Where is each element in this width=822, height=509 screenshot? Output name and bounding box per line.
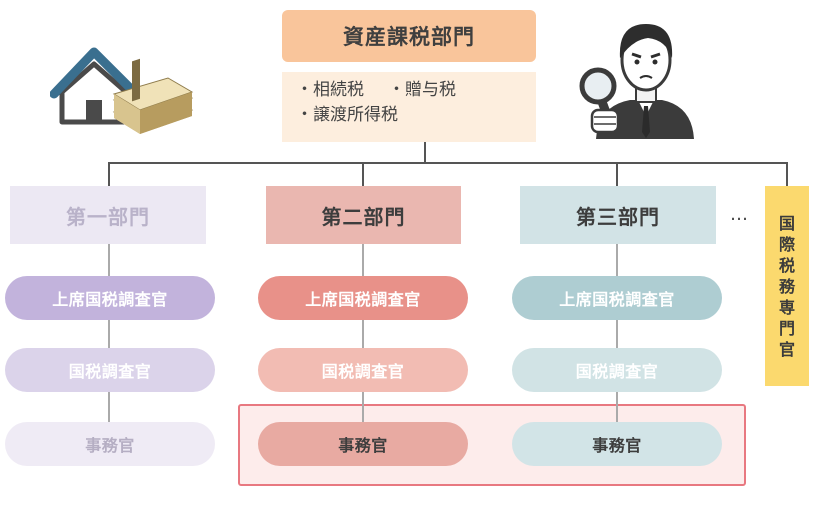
role-pill: 上席国税調査官 [258, 276, 468, 320]
role-pill: 上席国税調査官 [5, 276, 215, 320]
tax-type-item: ・相続税 [296, 80, 364, 100]
vertical-char: 務 [778, 276, 795, 296]
connector-vertical-main [424, 142, 426, 162]
role-pill: 事務官 [512, 422, 722, 466]
connector-drop-dept1 [108, 162, 110, 186]
department-header: 第一部門 [10, 186, 206, 244]
vertical-char: 際 [778, 234, 795, 254]
connector-drop-dept2 [362, 162, 364, 186]
department-header: 第三部門 [520, 186, 716, 244]
vertical-char: 国 [778, 213, 795, 233]
vertical-char: 門 [778, 318, 795, 338]
connector-horizontal [108, 162, 788, 164]
vertical-char: 官 [778, 339, 795, 359]
role-pill: 国税調査官 [512, 348, 722, 392]
tax-type-list: ・相続税 ・贈与税 ・譲渡所得税 [282, 72, 536, 142]
role-pill: 国税調査官 [5, 348, 215, 392]
connector-drop-specialist [786, 162, 788, 186]
role-pill: 上席国税調査官 [512, 276, 722, 320]
tax-type-item: ・贈与税 [388, 80, 456, 100]
vertical-char: 税 [778, 255, 795, 275]
column-line-dept1 [108, 244, 110, 444]
role-pill: 事務官 [258, 422, 468, 466]
department-header: 第二部門 [266, 186, 461, 244]
column-line-dept2 [362, 244, 364, 444]
tax-type-item: ・譲渡所得税 [296, 105, 398, 125]
role-pill: 事務官 [5, 422, 215, 466]
international-tax-specialist-box: 国 際 税 務 専 門 官 [765, 186, 809, 386]
investigator-magnifier-icon [578, 14, 698, 139]
section-title-box: 資産課税部門 [282, 10, 536, 62]
connector-drop-dept3 [616, 162, 618, 186]
role-pill: 国税調査官 [258, 348, 468, 392]
ellipsis: … [730, 203, 748, 225]
vertical-char: 専 [778, 297, 795, 317]
column-line-dept3 [616, 244, 618, 444]
house-and-money-icon [49, 30, 200, 140]
